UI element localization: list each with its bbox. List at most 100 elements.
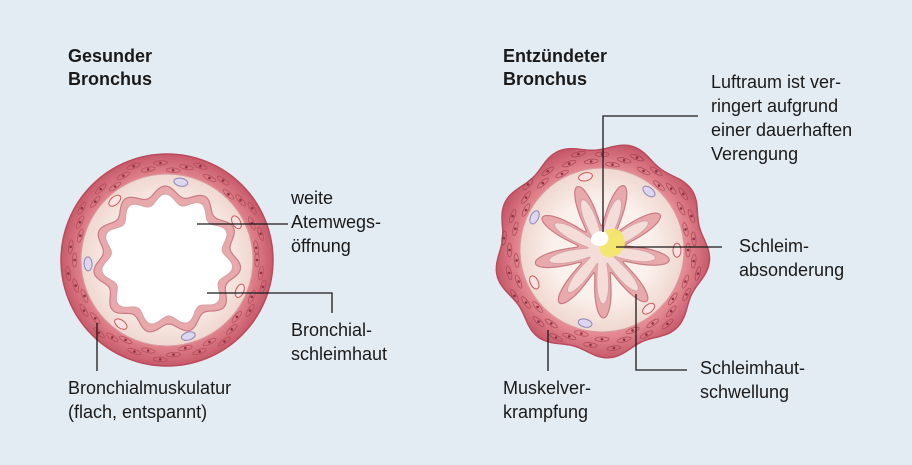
label-swelling-line2: schwellung [700,381,789,404]
muscle-nucleus [124,339,127,342]
muscle-nucleus [568,162,571,165]
inflamed-title-line1: Entzündeter [503,45,607,67]
muscle-nucleus [94,317,97,320]
muscle-nucleus [514,227,517,230]
muscle-nucleus [122,175,125,178]
muscle-nucleus [601,338,604,341]
muscle-nucleus [645,333,648,336]
label-mucus-line1: Schleim- [739,235,809,258]
muscle-nucleus [81,207,84,210]
muscle-nucleus [147,349,150,352]
muscle-nucleus [185,166,188,169]
muscle-nucleus [670,187,673,190]
muscle-nucleus [525,209,528,212]
muscle-nucleus [255,246,258,249]
label-airspace-line1: Luftraum ist ver- [711,71,841,94]
muscle-nucleus [67,272,70,275]
muscle-nucleus [133,350,136,353]
label-spasm-line2: krampfung [503,401,588,424]
muscle-nucleus [658,184,661,187]
label-airspace-line3: einer dauerhaften [711,119,852,142]
muscle-nucleus [684,228,687,231]
muscle-nucleus [670,310,673,313]
label-mucus-line2: absonderung [739,259,844,282]
muscle-nucleus [262,286,265,289]
muscle-nucleus [159,162,162,165]
muscle-nucleus [672,298,675,301]
muscle-nucleus [682,193,685,196]
muscle-nucleus [114,185,117,188]
muscle-nucleus [99,188,102,191]
muscle-nucleus [623,338,626,341]
muscle-nucleus [172,169,175,172]
muscle-nucleus [94,200,97,203]
muscle-nucleus [511,215,514,218]
muscle-nucleus [692,238,695,241]
muscle-nucleus [223,340,226,343]
muscle-nucleus [79,221,82,224]
muscle-nucleus [147,168,150,171]
muscle-nucleus [642,170,645,173]
muscle-nucleus [580,332,583,335]
inflamed-title-line2: Bronchus [503,68,587,90]
muscle-nucleus [631,329,634,332]
muscle-nucleus [208,341,211,344]
muscle-nucleus [515,259,518,262]
muscle-nucleus [98,332,101,335]
muscle-nucleus [69,246,72,249]
healthy-title-line1: Gesunder [68,45,152,67]
muscle-nucleus [208,177,211,180]
healthy-bronchus [61,154,273,366]
muscle-nucleus [259,233,262,236]
muscle-nucleus [685,293,688,296]
muscle-nucleus [692,260,695,263]
muscle-nucleus [590,160,593,163]
muscle-nucleus [536,306,539,309]
muscle-nucleus [546,170,549,173]
muscle-nucleus [239,199,242,202]
muscle-nucleus [517,280,520,283]
muscle-nucleus [83,309,86,312]
muscle-nucleus [249,309,252,312]
muscle-nucleus [513,295,516,298]
muscle-nucleus [550,322,553,325]
muscle-nucleus [503,237,506,240]
muscle-nucleus [184,347,187,350]
blood-vessel [673,243,681,257]
muscle-nucleus [561,173,564,176]
label-muscle-line2: (flach, entspannt) [68,401,207,424]
muscle-nucleus [227,193,230,196]
muscle-nucleus [577,153,580,156]
muscle-nucleus [680,207,683,210]
muscle-nucleus [198,350,201,353]
label-airspace-line2: ringert aufgrund [711,95,838,118]
muscle-nucleus [542,182,545,185]
muscle-nucleus [199,165,202,168]
label-spasm-line1: Muskelver- [503,377,591,400]
muscle-nucleus [230,328,233,331]
muscle-nucleus [260,272,263,275]
blood-vessel [84,257,93,271]
muscle-nucleus [508,272,511,275]
muscle-nucleus [83,295,86,298]
healthy-title-line2: Bronchus [68,68,152,90]
muscle-nucleus [74,284,77,287]
muscle-nucleus [684,280,687,283]
muscle-nucleus [111,336,114,339]
label-airway-line3: öffnung [291,235,351,258]
muscle-nucleus [256,259,259,262]
muscle-nucleus [555,336,558,339]
label-mucosa-line2: schleimhaut [291,343,387,366]
muscle-nucleus [527,183,530,186]
muscle-nucleus [537,320,540,323]
label-swelling-line1: Schleimhaut- [700,357,805,380]
muscle-nucleus [508,249,511,252]
label-airway-line1: weite [291,187,333,210]
muscle-nucleus [666,323,669,326]
muscle-nucleus [613,347,616,350]
muscle-nucleus [589,344,592,347]
muscle-nucleus [655,170,658,173]
muscle-nucleus [79,234,82,237]
muscle-nucleus [636,156,639,159]
